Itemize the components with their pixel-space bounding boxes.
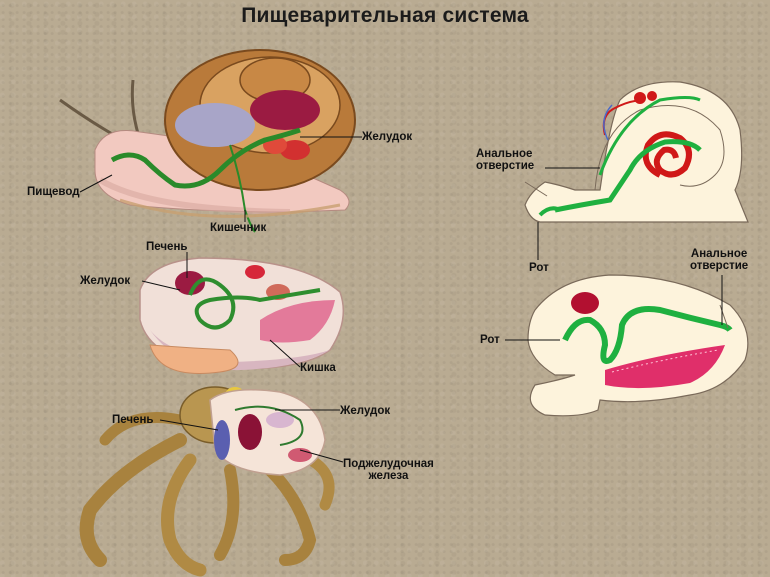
- label-clam-scheme-anus-line1: Анальное: [690, 248, 748, 260]
- label-octopus-stomach: Желудок: [340, 405, 391, 417]
- label-clam-scheme-anus-line2: отверстие: [690, 260, 749, 272]
- label-octopus-pancreas: Поджелудочная железа: [343, 458, 434, 482]
- snail-scheme: [524, 81, 749, 223]
- clam-scheme: [527, 274, 749, 417]
- label-octopus-pancreas-line1: Поджелудочная: [343, 458, 434, 470]
- label-snail-scheme-anus-line1: Анальное: [476, 148, 533, 160]
- label-snail-intestine: Кишечник: [210, 222, 267, 234]
- label-clam-gut: Кишка: [300, 362, 336, 374]
- label-snail-scheme-anus: Анальное отверстие: [476, 148, 534, 172]
- label-snail-scheme-mouth: Рот: [529, 262, 549, 274]
- clam-illustration: [139, 257, 345, 374]
- page-title: Пищеварительная система: [241, 4, 529, 27]
- label-clam-liver: Печень: [146, 241, 188, 253]
- label-octopus-liver: Печень: [112, 414, 154, 426]
- label-octopus-pancreas-line2: железа: [368, 470, 409, 482]
- snail-illustration: [59, 49, 356, 233]
- label-snail-stomach: Желудок: [362, 131, 413, 143]
- octopus-illustration: [79, 386, 335, 577]
- label-snail-esophagus: Пищевод: [27, 186, 80, 198]
- label-snail-scheme-anus-line2: отверстие: [476, 160, 535, 172]
- label-clam-scheme-mouth: Рот: [480, 334, 500, 346]
- label-clam-stomach: Желудок: [80, 275, 131, 287]
- label-clam-scheme-anus: Анальное отверстие: [690, 248, 748, 272]
